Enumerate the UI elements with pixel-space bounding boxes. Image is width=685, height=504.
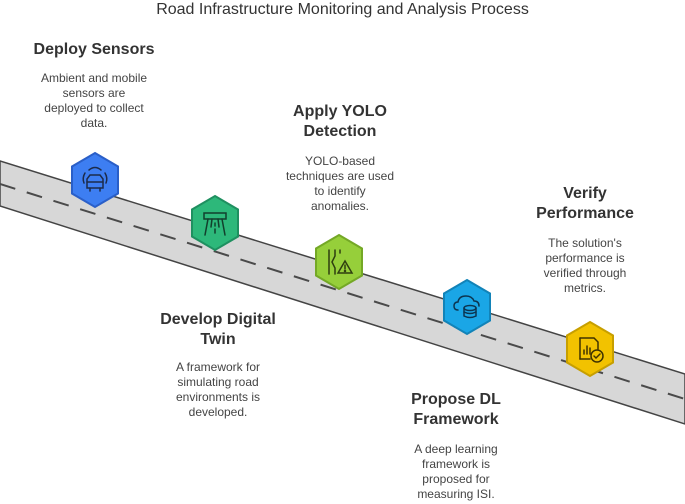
diagram-title: Road Infrastructure Monitoring and Analy… bbox=[156, 1, 529, 18]
step-4-desc-line: A deep learning bbox=[414, 442, 498, 456]
step-2-title-line: Develop Digital bbox=[160, 311, 276, 328]
step-3-desc-line: YOLO-based bbox=[304, 154, 376, 168]
step-5-title-line: Verify bbox=[563, 185, 607, 202]
step-3-title: Apply YOLO Detection bbox=[260, 102, 420, 142]
step-5-desc: The solution's performance is verified t… bbox=[510, 236, 660, 296]
step-5-marker bbox=[566, 320, 614, 378]
step-5-title: Verify Performance bbox=[505, 184, 665, 224]
step-1-desc-line: Ambient and mobile bbox=[40, 71, 148, 85]
step-3-desc-line: to identify bbox=[314, 184, 366, 198]
step-2-title: Develop Digital Twin bbox=[138, 310, 298, 350]
step-2-desc-line: simulating road bbox=[177, 375, 259, 389]
step-1-title-line: Deploy Sensors bbox=[33, 41, 155, 58]
step-4-desc: A deep learning framework is proposed fo… bbox=[381, 442, 531, 502]
step-3-marker bbox=[315, 233, 363, 291]
step-5-desc-line: verified through bbox=[543, 266, 627, 280]
step-4-marker bbox=[443, 278, 491, 336]
step-1-title: Deploy Sensors bbox=[14, 40, 174, 60]
step-4-desc-line: framework is bbox=[421, 457, 490, 471]
step-3-desc: YOLO-based techniques are used to identi… bbox=[265, 154, 415, 214]
step-4-title-line: Propose DL bbox=[411, 391, 501, 408]
step-1-marker bbox=[71, 151, 119, 209]
step-4-title: Propose DL Framework bbox=[376, 390, 536, 430]
step-2-desc-line: developed. bbox=[188, 405, 248, 419]
step-5-desc-line: The solution's bbox=[548, 236, 622, 250]
chart-check-icon bbox=[579, 337, 604, 363]
step-4-desc-line: proposed for bbox=[422, 472, 490, 486]
step-4-title-line: Framework bbox=[413, 411, 499, 428]
step-2-desc-line: A framework for bbox=[175, 360, 261, 374]
step-1-desc-line: deployed to collect bbox=[44, 101, 144, 115]
step-2-desc: A framework for simulating road environm… bbox=[143, 360, 293, 420]
step-4-desc-line: measuring ISI. bbox=[417, 487, 495, 501]
step-1-desc-line: data. bbox=[80, 116, 108, 130]
step-3-title-line: Apply YOLO bbox=[293, 103, 387, 120]
highway-gate-icon bbox=[203, 212, 227, 236]
step-5-desc-line: metrics. bbox=[564, 281, 606, 295]
step-3-desc-line: anomalies. bbox=[310, 199, 370, 213]
step-5-desc-line: performance is bbox=[545, 251, 625, 265]
sensor-car-icon bbox=[82, 166, 108, 192]
step-5-title-line: Performance bbox=[536, 205, 634, 222]
step-2-marker bbox=[191, 194, 239, 252]
step-3-title-line: Detection bbox=[303, 123, 377, 140]
step-1-desc: Ambient and mobile sensors are deployed … bbox=[24, 71, 164, 131]
step-1-desc-line: sensors are bbox=[62, 86, 126, 100]
step-2-title-line: Twin bbox=[200, 331, 236, 348]
step-2-desc-line: environments is bbox=[175, 390, 261, 404]
step-3-desc-line: techniques are used bbox=[285, 169, 395, 183]
road-warning-icon bbox=[328, 249, 354, 275]
cloud-database-icon bbox=[453, 295, 480, 319]
